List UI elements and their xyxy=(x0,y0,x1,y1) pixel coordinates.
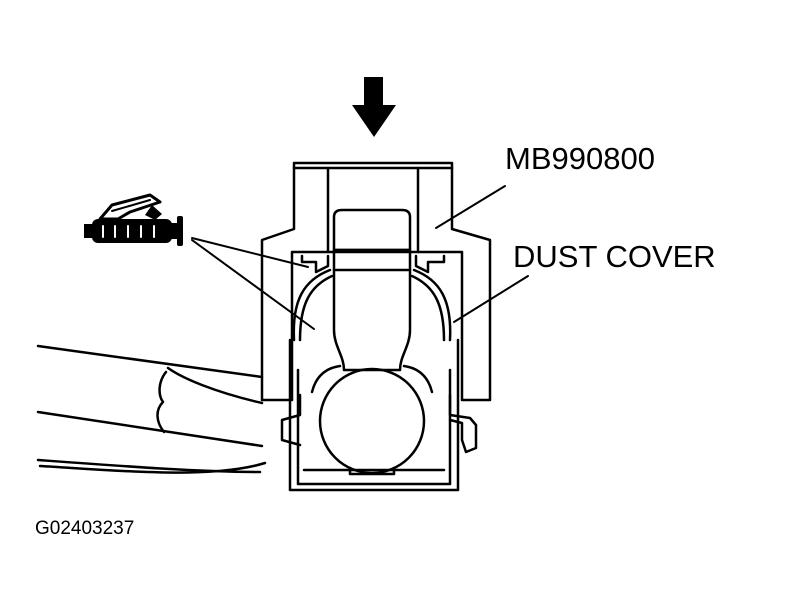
figure-code: G02403237 xyxy=(35,518,135,539)
pointer-lines xyxy=(191,185,529,330)
special-tool-mb990800 xyxy=(260,161,492,402)
grease-gun-icon xyxy=(84,193,183,246)
dust-cover-label: DUST COVER xyxy=(513,239,716,274)
ball-joint-housing xyxy=(280,254,478,492)
control-arm xyxy=(36,344,267,474)
tool-label: MB990800 xyxy=(505,141,655,176)
ball-stud xyxy=(318,208,426,476)
down-arrow-icon xyxy=(352,77,396,137)
